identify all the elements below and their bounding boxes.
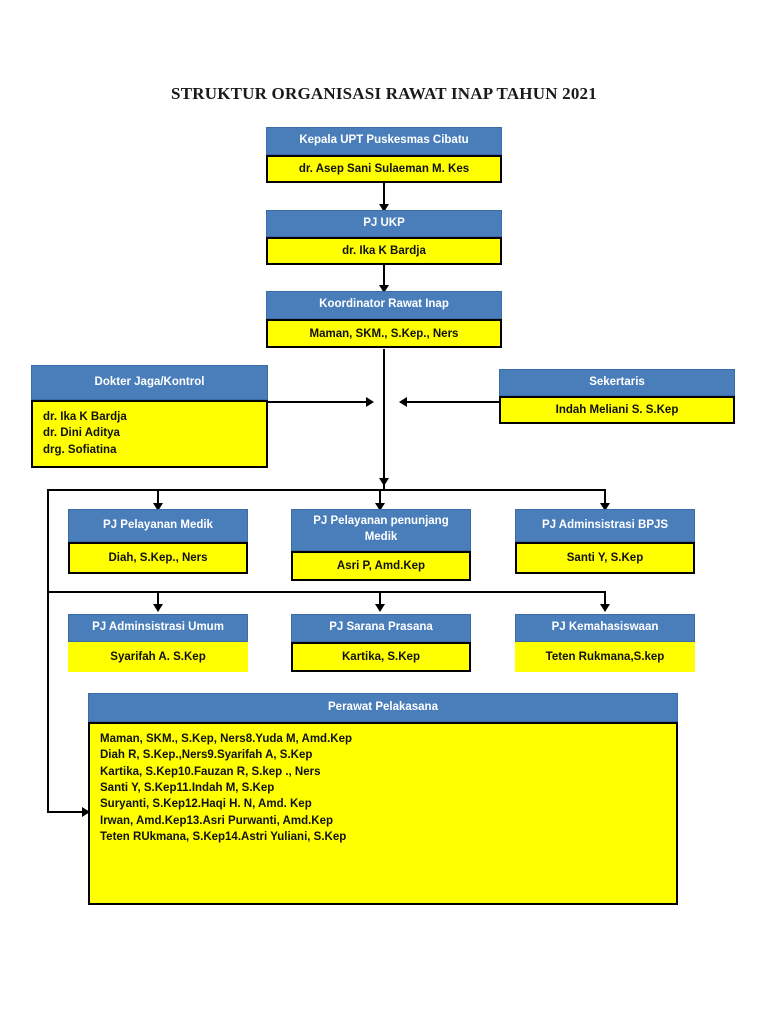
node-pj-ukp-title: PJ UKP bbox=[266, 210, 502, 237]
node-sekertaris[interactable]: Sekertaris Indah Meliani S. S.Kep bbox=[499, 369, 735, 424]
node-pj-sarana-prasana-title: PJ Sarana Prasana bbox=[291, 614, 471, 642]
drop-row2-left bbox=[157, 591, 159, 609]
arrow-kepala-to-pjukp bbox=[379, 204, 389, 212]
connector-kepala-to-pjukp bbox=[383, 183, 385, 209]
node-dokter-jaga-names: dr. Ika K Bardja dr. Dini Aditya drg. So… bbox=[31, 400, 268, 468]
node-koordinator-title: Koordinator Rawat Inap bbox=[266, 291, 502, 319]
connector-pjukp-to-koordinator bbox=[383, 265, 385, 291]
perawat-name-1: Maman, SKM., S.Kep, Ners8.Yuda M, Amd.Ke… bbox=[100, 733, 352, 745]
node-pj-kemahasiswaan-title: PJ Kemahasiswaan bbox=[515, 614, 695, 642]
drop-row1-right bbox=[604, 489, 606, 509]
rail-left-to-perawat bbox=[47, 489, 49, 813]
arrow-koordinator-trunk bbox=[379, 478, 389, 486]
arrow-row2-right bbox=[600, 604, 610, 612]
arrow-row2-left bbox=[153, 604, 163, 612]
drop-row2-right bbox=[604, 591, 606, 609]
dokter-jaga-name-2: dr. Dini Aditya bbox=[43, 427, 120, 440]
node-perawat-pelaksana-title: Perawat Pelakasana bbox=[88, 693, 678, 722]
perawat-name-7: Teten RUkmana, S.Kep14.Astri Yuliani, S.… bbox=[100, 830, 347, 843]
node-pj-sarana-prasana[interactable]: PJ Sarana Prasana Kartika, S.Kep bbox=[291, 614, 471, 672]
connector-koordinator-trunk bbox=[383, 349, 385, 489]
node-kepala-upt[interactable]: Kepala UPT Puskesmas Cibatu dr. Asep San… bbox=[266, 127, 502, 183]
distribution-bar-row1 bbox=[47, 489, 606, 491]
node-dokter-jaga-title: Dokter Jaga/Kontrol bbox=[31, 365, 268, 400]
perawat-name-6: Irwan, Amd.Kep13.Asri Purwanti, Amd.Kep bbox=[100, 814, 334, 827]
node-perawat-pelaksana-names: Maman, SKM., S.Kep, Ners8.Yuda M, Amd.Ke… bbox=[88, 722, 678, 905]
perawat-name-2: Diah R, S.Kep.,Ners9.Syarifah A, S.Kep bbox=[100, 749, 313, 762]
arrow-pjukp-to-koordinator bbox=[379, 285, 389, 293]
node-pj-administrasi-umum-title: PJ Adminsistrasi Umum bbox=[68, 614, 248, 642]
arrow-dokterjaga-to-trunk bbox=[366, 397, 374, 407]
connector-sekertaris-to-trunk bbox=[407, 401, 501, 403]
node-pj-administrasi-umum[interactable]: PJ Adminsistrasi Umum Syarifah A. S.Kep bbox=[68, 614, 248, 672]
node-pj-administrasi-umum-name: Syarifah A. S.Kep bbox=[68, 642, 248, 672]
drop-row1-middle bbox=[379, 489, 381, 509]
node-pj-sarana-prasana-name: Kartika, S.Kep bbox=[291, 642, 471, 672]
node-pj-administrasi-bpjs[interactable]: PJ Adminsistrasi BPJS Santi Y, S.Kep bbox=[515, 509, 695, 574]
node-kepala-upt-name: dr. Asep Sani Sulaeman M. Kes bbox=[266, 155, 502, 183]
arrow-sekertaris-to-trunk bbox=[399, 397, 407, 407]
perawat-name-5: Suryanti, S.Kep12.Haqi H. N, Amd. Kep bbox=[100, 798, 312, 811]
connector-dokterjaga-to-trunk bbox=[268, 401, 368, 403]
arrow-row1-left bbox=[153, 503, 163, 511]
node-pj-pelayanan-penunjang-medik-title: PJ Pelayanan penunjang Medik bbox=[291, 509, 471, 551]
node-pj-pelayanan-medik-name: Diah, S.Kep., Ners bbox=[68, 542, 248, 574]
node-koordinator-name: Maman, SKM., S.Kep., Ners bbox=[266, 319, 502, 348]
connector-rail-to-perawat bbox=[47, 811, 87, 813]
dokter-jaga-name-1: dr. Ika K Bardja bbox=[43, 411, 127, 423]
distribution-bar-row2 bbox=[47, 591, 606, 593]
node-pj-pelayanan-medik-title: PJ Pelayanan Medik bbox=[68, 509, 248, 542]
node-pj-pelayanan-penunjang-medik-name: Asri P, Amd.Kep bbox=[291, 551, 471, 581]
node-pj-administrasi-bpjs-name: Santi Y, S.Kep bbox=[515, 542, 695, 574]
node-koordinator-rawat-inap[interactable]: Koordinator Rawat Inap Maman, SKM., S.Ke… bbox=[266, 291, 502, 348]
node-pj-administrasi-bpjs-title: PJ Adminsistrasi BPJS bbox=[515, 509, 695, 542]
arrow-row1-right bbox=[600, 503, 610, 511]
node-pj-ukp-name: dr. Ika K Bardja bbox=[266, 237, 502, 265]
node-pj-kemahasiswaan-name: Teten Rukmana,S.kep bbox=[515, 642, 695, 672]
node-kepala-upt-title: Kepala UPT Puskesmas Cibatu bbox=[266, 127, 502, 155]
node-dokter-jaga-kontrol[interactable]: Dokter Jaga/Kontrol dr. Ika K Bardja dr.… bbox=[31, 365, 268, 468]
page-title: STRUKTUR ORGANISASI RAWAT INAP TAHUN 202… bbox=[171, 84, 597, 103]
node-pj-pelayanan-penunjang-medik[interactable]: PJ Pelayanan penunjang Medik Asri P, Amd… bbox=[291, 509, 471, 581]
node-sekertaris-title: Sekertaris bbox=[499, 369, 735, 396]
node-pj-pelayanan-medik[interactable]: PJ Pelayanan Medik Diah, S.Kep., Ners bbox=[68, 509, 248, 574]
perawat-name-3: Kartika, S.Kep10.Fauzan R, S.kep ., Ners bbox=[100, 765, 321, 778]
dokter-jaga-name-3: drg. Sofiatina bbox=[43, 443, 117, 456]
arrow-row2-middle bbox=[375, 604, 385, 612]
node-perawat-pelaksana[interactable]: Perawat Pelakasana Maman, SKM., S.Kep, N… bbox=[88, 693, 678, 905]
node-sekertaris-name: Indah Meliani S. S.Kep bbox=[499, 396, 735, 424]
drop-row1-left bbox=[157, 489, 159, 509]
node-pj-ukp[interactable]: PJ UKP dr. Ika K Bardja bbox=[266, 210, 502, 265]
perawat-name-4: Santi Y, S.Kep11.Indah M, S.Kep bbox=[100, 781, 275, 794]
node-pj-kemahasiswaan[interactable]: PJ Kemahasiswaan Teten Rukmana,S.kep bbox=[515, 614, 695, 672]
drop-row2-middle bbox=[379, 591, 381, 609]
arrow-row1-middle bbox=[375, 503, 385, 511]
arrow-rail-to-perawat bbox=[82, 807, 90, 817]
